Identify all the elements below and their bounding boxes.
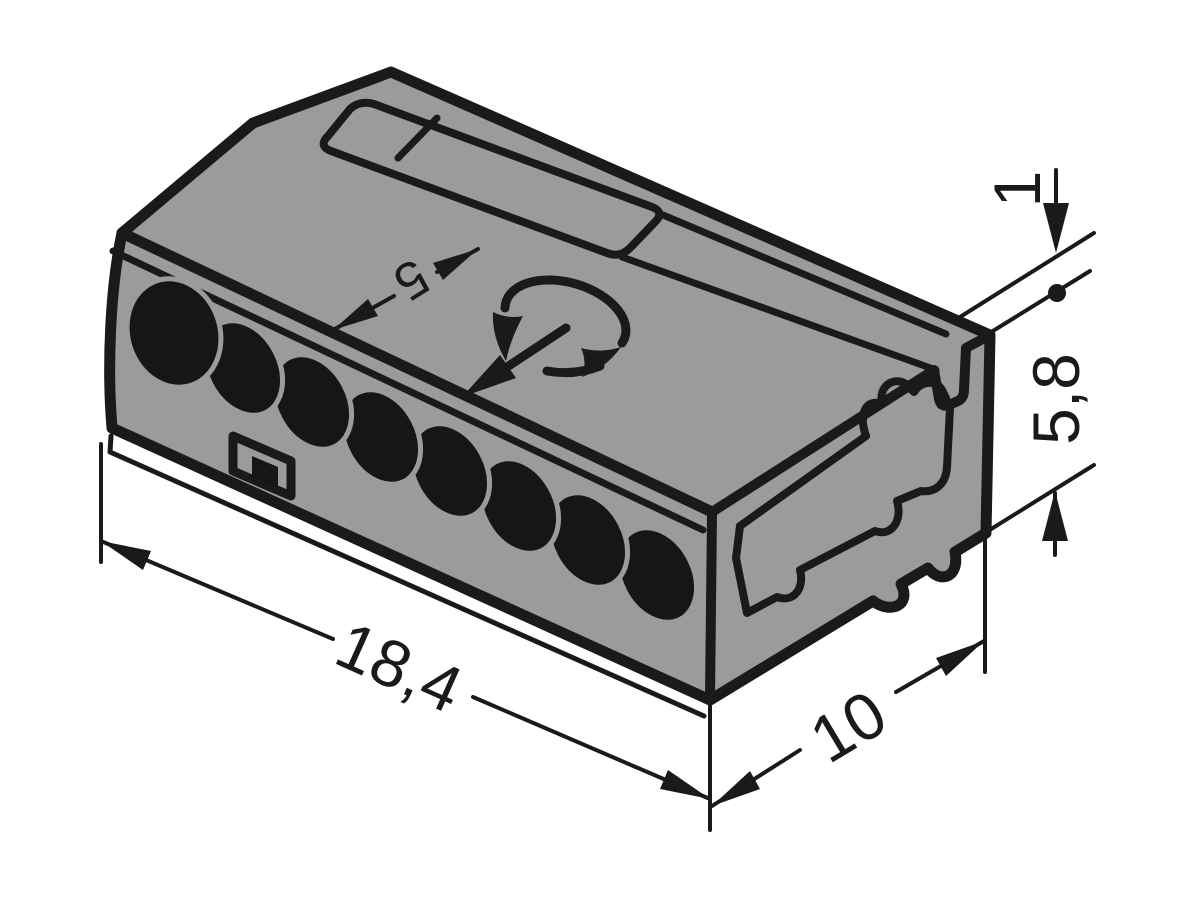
leader-line-bottom	[986, 463, 1096, 533]
cover-seam-line-1	[659, 211, 950, 338]
wire-entry-hole-7	[545, 490, 631, 590]
dimension-strip-arrow-left	[333, 299, 378, 330]
side-profile-line-top	[736, 377, 950, 530]
cover-tab	[319, 98, 664, 259]
cover-tab-divider	[394, 114, 441, 162]
wire-entry-hole-6	[476, 456, 562, 556]
bottom-lip-line	[107, 433, 707, 719]
top-front-edge	[116, 227, 718, 518]
mounting-hole	[228, 431, 296, 501]
dimension-rim-label: 1	[980, 171, 1054, 208]
dimension-depth-arrow-left	[712, 771, 760, 806]
wire-entry-holes	[124, 276, 700, 625]
dimension-height-arrow-up	[1042, 491, 1068, 541]
top-front-edge-inner	[109, 247, 707, 534]
side-top-edge-groove	[707, 330, 995, 517]
dimension-depth-arrow-right	[936, 641, 984, 676]
wire-entry-hole-5	[407, 421, 493, 521]
wire-entry-hole-3	[269, 352, 355, 452]
side-profile-line-bottom	[732, 404, 954, 617]
dimension-length-arrow-right	[660, 770, 710, 799]
dimension-rim-arrow-down	[1043, 203, 1069, 253]
dimension-height-rim: 1 5,8	[950, 168, 1096, 557]
rotate-release-icon	[462, 275, 631, 397]
wire-entry-hole-4	[338, 387, 424, 487]
connector-body	[104, 66, 996, 706]
leader-line-top	[950, 231, 1096, 324]
cover-seam-line-2	[618, 253, 940, 374]
wire-entry-hole-1	[124, 276, 224, 390]
dimension-length-arrow-left	[101, 541, 151, 570]
wire-entry-hole-8	[614, 525, 700, 625]
front-right-edge	[705, 509, 717, 703]
dimension-depth-label: 10	[798, 676, 899, 777]
dimension-strip-arrow-right	[433, 249, 478, 280]
rim-reference-dot	[1048, 284, 1066, 302]
dimension-height-label: 5,8	[1019, 353, 1093, 445]
dimension-length-label: 18,4	[326, 607, 473, 727]
leader-line-rim	[986, 269, 1092, 336]
